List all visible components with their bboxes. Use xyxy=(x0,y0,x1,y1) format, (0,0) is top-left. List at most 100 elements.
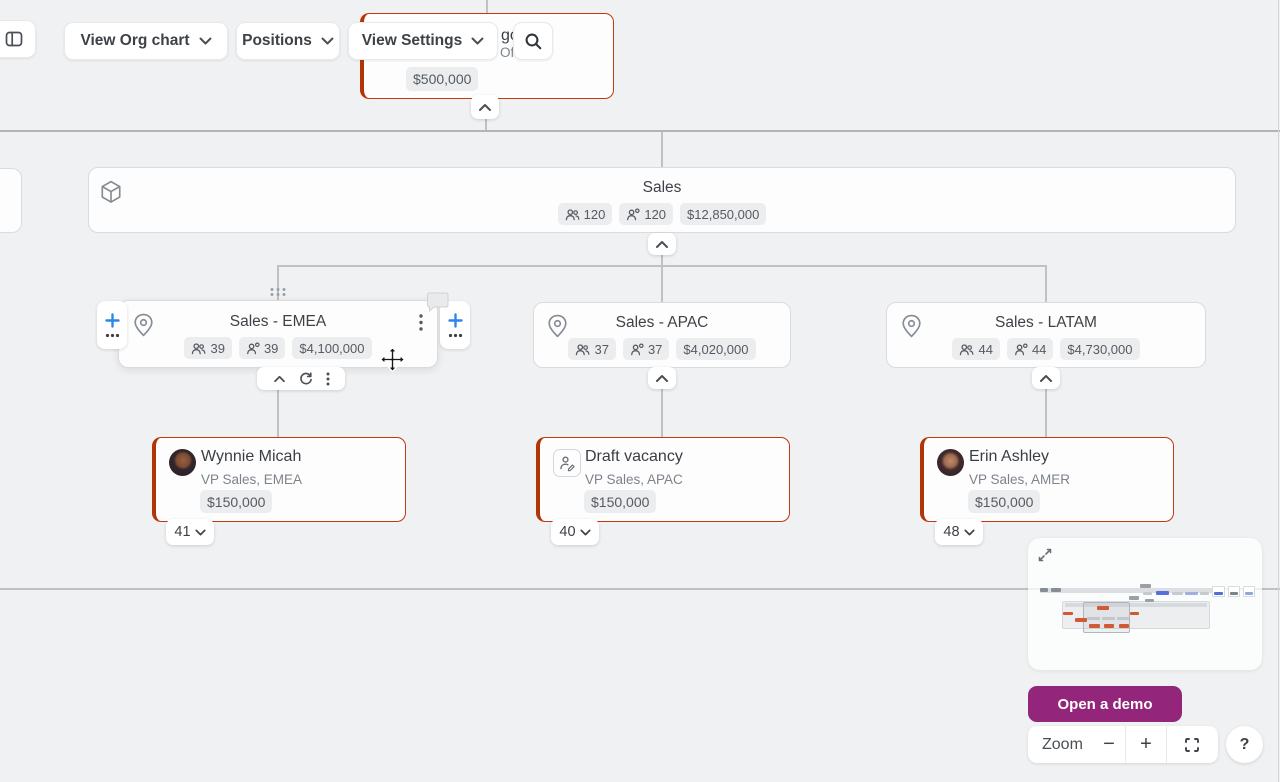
location-pin-icon xyxy=(132,313,155,341)
sales-department-card[interactable]: Sales 120 120 $12,850,000 xyxy=(88,167,1236,233)
root-title-fragment: Of xyxy=(500,45,515,60)
sales-budget-badge: $12,850,000 xyxy=(680,203,767,225)
dept-title-apac: Sales - APAC xyxy=(615,314,709,331)
offscreen-sibling-card[interactable] xyxy=(0,168,22,233)
sidebar-toggle-button[interactable] xyxy=(0,20,36,58)
connector-apac-top xyxy=(661,265,663,302)
add-peer-icon[interactable] xyxy=(447,312,463,328)
draft-reports-pill[interactable]: 40 xyxy=(551,519,599,545)
department-cube-icon xyxy=(99,179,123,205)
view-org-chart-label: View Org chart xyxy=(80,32,190,49)
apac-collapse-button[interactable] xyxy=(648,367,676,389)
add-right-toolset xyxy=(440,301,470,349)
minimap-block xyxy=(1065,603,1207,607)
open-demo-button[interactable]: Open a demo xyxy=(1028,686,1182,722)
avatar xyxy=(937,449,964,476)
minimap-block xyxy=(1230,592,1238,595)
refresh-icon[interactable] xyxy=(299,371,313,386)
connector-sales-bottom xyxy=(661,250,663,265)
position-icon xyxy=(627,207,640,220)
dept-card-apac[interactable]: Sales - APAC 37 37 $4,020,000 xyxy=(533,302,791,368)
divider xyxy=(1165,726,1167,763)
root-collapse-button[interactable] xyxy=(471,95,499,119)
people-icon xyxy=(960,343,974,355)
divider xyxy=(1124,726,1126,763)
sales-collapse-button[interactable] xyxy=(648,233,676,255)
latam-budget-badge: $4,730,000 xyxy=(1060,338,1140,360)
minimap-block xyxy=(1143,592,1152,595)
card-menu-kebab[interactable] xyxy=(419,314,423,331)
minimap-block-orange xyxy=(1130,612,1139,615)
salary-badge: $150,000 xyxy=(584,490,657,513)
minimap-block-orange xyxy=(1063,612,1073,615)
person-card-wynnie[interactable]: Wynnie Micah VP Sales, EMEA $150,000 xyxy=(152,437,406,522)
drag-handle[interactable] xyxy=(266,287,290,297)
help-button[interactable]: ? xyxy=(1226,726,1263,763)
expand-icon[interactable] xyxy=(1036,546,1054,564)
zoom-in-button[interactable]: + xyxy=(1126,726,1166,763)
kebab-icon[interactable] xyxy=(326,372,330,386)
minimap-block-blue xyxy=(1245,592,1253,595)
kebab-icon xyxy=(419,314,423,331)
view-settings-dropdown[interactable]: View Settings xyxy=(348,22,498,60)
minimap-block-blue xyxy=(1156,591,1169,595)
erin-reports-pill[interactable]: 48 xyxy=(935,519,983,545)
emea-budget-badge: $4,100,000 xyxy=(292,337,372,359)
minimap-block xyxy=(1102,617,1115,620)
position-icon xyxy=(247,341,260,354)
connector-apac-child xyxy=(661,388,663,437)
chevron-up-icon xyxy=(656,240,668,248)
minimap-block xyxy=(1040,588,1048,592)
collapse-icon[interactable] xyxy=(273,375,286,383)
wynnie-reports-pill[interactable]: 41 xyxy=(166,519,214,545)
minimap-panel[interactable] xyxy=(1028,538,1262,670)
minimap-block xyxy=(1200,592,1209,595)
search-button[interactable] xyxy=(513,22,553,60)
dept-card-latam[interactable]: Sales - LATAM 44 44 $4,730,000 xyxy=(886,302,1206,368)
add-peer-icon[interactable] xyxy=(104,312,120,328)
view-settings-label: View Settings xyxy=(361,32,463,49)
connector-emea-child xyxy=(277,388,279,437)
position-icon xyxy=(1015,342,1028,355)
dept-title-latam: Sales - LATAM xyxy=(995,314,1097,331)
add-left-toolset xyxy=(97,301,127,349)
person-name: Erin Ashley xyxy=(969,448,1050,465)
chevron-down-icon xyxy=(963,529,975,535)
sidebar-icon xyxy=(5,31,22,47)
chevron-down-icon xyxy=(321,37,334,45)
comment-bubble-icon[interactable] xyxy=(426,291,449,312)
location-pin-icon xyxy=(900,314,923,342)
positions-label: Positions xyxy=(242,32,312,49)
position-icon xyxy=(631,342,644,355)
apac-headcount-badge: 37 xyxy=(568,338,616,360)
connector-latam-child xyxy=(1045,388,1047,437)
chevron-up-icon xyxy=(656,374,668,382)
drag-dots-icon xyxy=(270,288,286,296)
apac-budget-badge: $4,020,000 xyxy=(676,338,756,360)
view-org-chart-dropdown[interactable]: View Org chart xyxy=(64,22,228,60)
more-options-icon[interactable] xyxy=(105,333,120,338)
help-label: ? xyxy=(1239,735,1250,753)
latam-positions-badge: 44 xyxy=(1006,338,1054,360)
person-card-draft-vacancy[interactable]: Draft vacancy VP Sales, APAC $150,000 xyxy=(536,437,790,522)
positions-dropdown[interactable]: Positions xyxy=(236,22,340,60)
draft-vacancy-icon xyxy=(553,449,581,477)
fit-screen-button[interactable] xyxy=(1167,726,1218,763)
emea-card-toolbar xyxy=(257,367,345,390)
people-icon xyxy=(565,208,580,220)
connector-row-top xyxy=(0,130,1280,132)
zoom-label: Zoom xyxy=(1042,735,1083,753)
minimap-block xyxy=(1040,588,1222,593)
more-options-icon[interactable] xyxy=(448,333,463,338)
zoom-out-button[interactable]: − xyxy=(1093,726,1125,763)
connector-emea-top xyxy=(277,265,279,300)
person-card-erin[interactable]: Erin Ashley VP Sales, AMER $150,000 xyxy=(920,437,1174,522)
fit-screen-icon xyxy=(1185,737,1200,752)
sales-title: Sales xyxy=(642,179,682,196)
emea-headcount-badge: 39 xyxy=(184,337,232,359)
connector-latam-top xyxy=(1045,265,1047,302)
chevron-down-icon xyxy=(199,37,212,45)
apac-positions-badge: 37 xyxy=(622,338,670,360)
latam-collapse-button[interactable] xyxy=(1032,367,1060,389)
